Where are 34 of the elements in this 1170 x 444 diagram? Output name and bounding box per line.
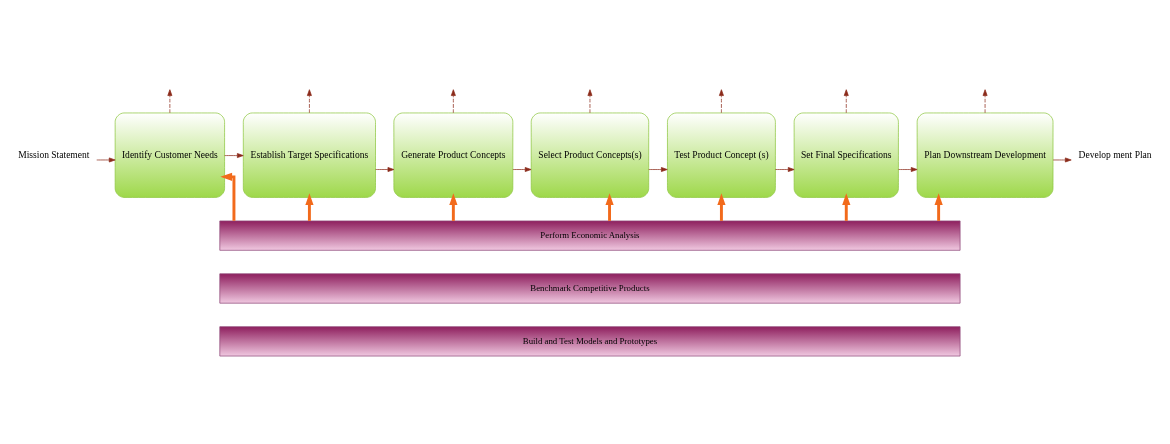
arrow (224, 152, 244, 158)
node-box: Select Product Concepts(s) (530, 112, 650, 198)
arrow (719, 88, 724, 113)
arrow (898, 166, 918, 172)
node-box: Set Final Specifications (793, 112, 899, 198)
node-box: Build and Test Models and Prototypes (219, 325, 961, 356)
arrow (450, 88, 456, 113)
arrow (587, 88, 593, 113)
arrow (307, 88, 312, 113)
node-box: Identify Customer Needs (114, 112, 225, 198)
arrow (717, 192, 726, 221)
arrow (775, 166, 795, 172)
arrow (648, 166, 668, 172)
node-box: Generate Product Concepts (393, 112, 514, 198)
arrow (934, 192, 943, 221)
node-box: Test Product Concept (s) (667, 112, 776, 198)
arrow (1052, 157, 1072, 162)
arrow (842, 192, 851, 221)
arrow (167, 88, 173, 113)
node-box: Benchmark Competitive Products (219, 272, 961, 304)
node-text: Develop ment Plan (1078, 148, 1152, 160)
node-box: Plan Downstream Development (916, 112, 1054, 198)
node-text: Mission Statement (18, 148, 90, 160)
node-box: Establish Target Specifications (242, 112, 376, 198)
arrow (512, 166, 532, 172)
node-box: Perform Economic Analysis (219, 220, 961, 251)
arrow (220, 172, 236, 221)
arrow (305, 192, 314, 221)
arrow (96, 157, 116, 162)
arrow (375, 166, 395, 172)
arrow (449, 192, 458, 221)
arrow (843, 88, 849, 113)
arrow (605, 192, 614, 221)
arrow (982, 88, 988, 113)
